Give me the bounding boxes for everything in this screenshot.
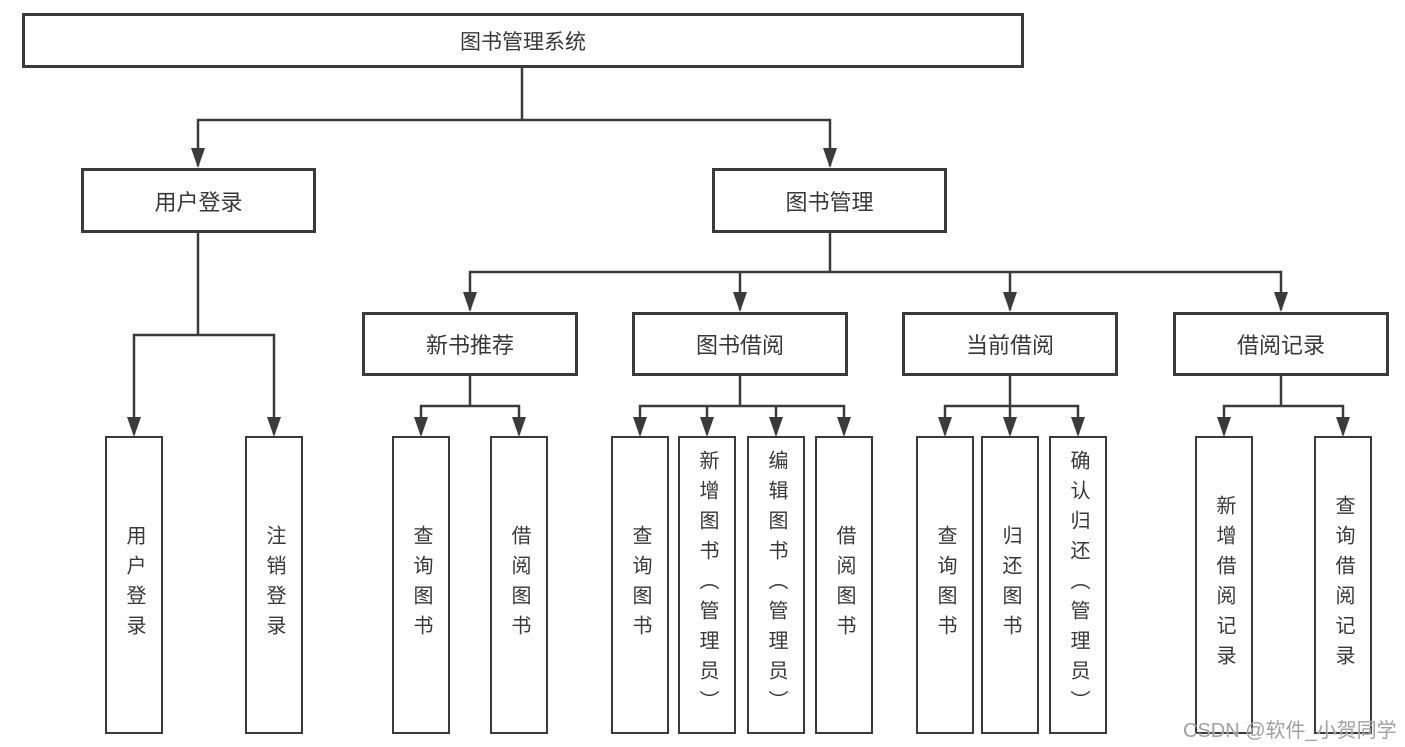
leaf-label: 查询图书	[934, 525, 956, 645]
leaf-user-login: 用户登录	[105, 436, 163, 734]
node-label: 借阅记录	[1236, 333, 1325, 358]
node-label: 图书管理	[785, 189, 874, 215]
node-label: 当前借阅	[965, 333, 1054, 358]
node-label: 图书借阅	[695, 333, 784, 358]
leaf-query-books-2: 查询图书	[611, 436, 669, 734]
leaf-query-books-1: 查询图书	[392, 436, 450, 734]
leaf-label: 新增借阅记录	[1213, 495, 1235, 675]
watermark: CSDN @软件_小贺同学	[1183, 720, 1397, 742]
leaf-label: 查询图书	[410, 525, 432, 645]
leaf-borrow-books-2: 借阅图书	[815, 436, 873, 734]
leaf-borrow-books-1: 借阅图书	[490, 436, 548, 734]
leaf-edit-books-admin: 编辑图书（管理员）	[747, 436, 805, 734]
leaf-label: 注销登录	[263, 525, 285, 645]
leaf-label: 用户登录	[123, 525, 145, 645]
node-new-book-recommend: 新书推荐	[362, 312, 578, 376]
leaf-label: 查询图书	[629, 525, 651, 645]
leaf-return-books: 归还图书	[981, 436, 1039, 734]
node-book-borrowing: 图书借阅	[632, 312, 848, 376]
node-user-login: 用户登录	[81, 168, 316, 233]
leaf-add-books-admin: 新增图书（管理员）	[678, 436, 736, 734]
leaf-label: 新增图书（管理员）	[696, 450, 718, 720]
leaf-label: 借阅图书	[508, 525, 530, 645]
leaf-confirm-return-admin: 确认归还（管理员）	[1049, 436, 1107, 734]
node-borrow-records: 借阅记录	[1173, 312, 1389, 376]
leaf-query-books-3: 查询图书	[916, 436, 974, 734]
node-label: 图书管理系统	[460, 30, 586, 54]
node-label: 用户登录	[154, 189, 243, 215]
node-system-root: 图书管理系统	[22, 13, 1024, 68]
node-book-management: 图书管理	[712, 168, 947, 233]
leaf-logout: 注销登录	[245, 436, 303, 734]
leaf-label: 归还图书	[999, 525, 1021, 645]
node-current-borrowing: 当前借阅	[902, 312, 1118, 376]
leaf-query-borrow-record: 查询借阅记录	[1314, 436, 1372, 734]
leaf-add-borrow-record: 新增借阅记录	[1195, 436, 1253, 734]
leaf-label: 编辑图书（管理员）	[765, 450, 787, 720]
leaf-label: 借阅图书	[833, 525, 855, 645]
node-label: 新书推荐	[425, 333, 514, 358]
leaf-label: 查询借阅记录	[1332, 495, 1354, 675]
leaf-label: 确认归还（管理员）	[1067, 450, 1089, 720]
